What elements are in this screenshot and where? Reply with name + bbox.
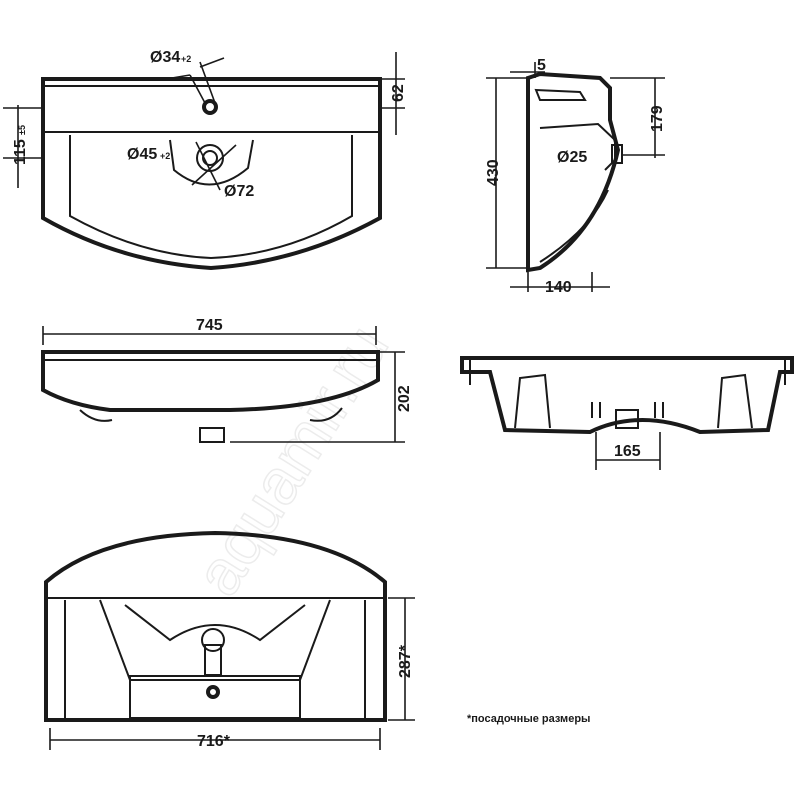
width-label: 745: [196, 317, 223, 334]
height-label: 202: [396, 385, 413, 412]
bracket-spacing-label: 165: [614, 443, 641, 460]
drain-height-label: 179: [649, 105, 666, 132]
bottom-view: 716* 287*: [44, 530, 415, 750]
top-offset-label: 5: [537, 57, 546, 74]
top-view: Ø34 +2 115 ±5 62 Ø45 +2 Ø72: [3, 49, 407, 271]
side-view: 5 179 430 Ø25 140: [485, 57, 666, 296]
tap-hole-label: Ø34: [150, 49, 180, 66]
drain-hole-label: Ø45: [127, 146, 157, 163]
watermark: aquamir.ru: [181, 313, 402, 608]
height-label: 287*: [397, 644, 414, 678]
drain-outer-label: Ø72: [224, 183, 254, 200]
rear-view: 165: [460, 356, 794, 470]
height-tolerance: ±5: [17, 125, 27, 135]
rim-label: 62: [390, 84, 407, 102]
width-label: 716*: [197, 733, 231, 750]
height-label: 115: [12, 139, 29, 165]
depth-label: 140: [545, 279, 572, 296]
tap-hole-tolerance: +2: [181, 54, 191, 64]
footnote: *посадочные размеры: [467, 713, 590, 725]
drain-hole-tolerance: +2: [160, 151, 170, 161]
height-label: 430: [485, 159, 502, 186]
front-view: 745 202: [41, 317, 413, 443]
drain-diameter-label: Ø25: [557, 149, 587, 166]
